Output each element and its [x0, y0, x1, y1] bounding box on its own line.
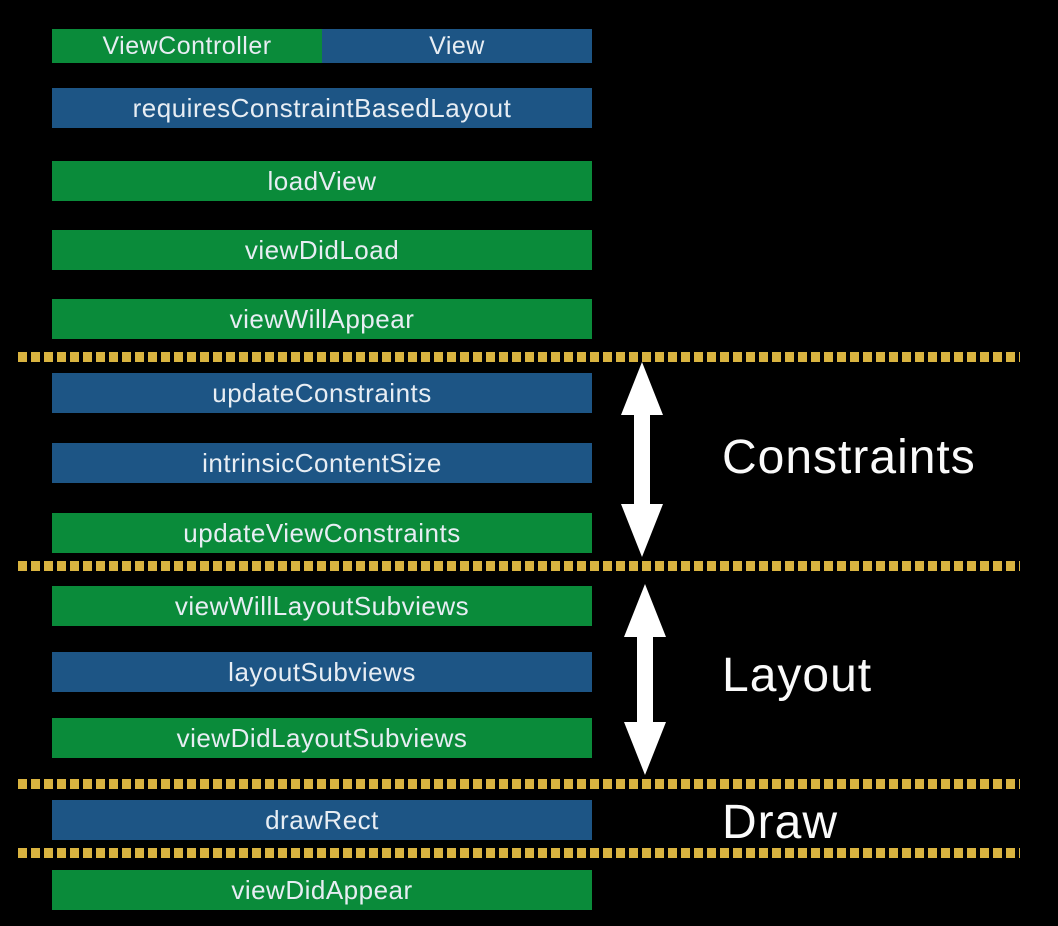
- bar-view-did-load: viewDidLoad: [52, 230, 592, 270]
- bar-requires-constraint-based-layout: requiresConstraintBasedLayout: [52, 88, 592, 128]
- layout-double-arrow-icon: [624, 584, 666, 775]
- phase-label-layout: Layout: [722, 649, 873, 702]
- phase-label-constraints: Constraints: [722, 431, 976, 484]
- bar-layout-subviews: layoutSubviews: [52, 652, 592, 692]
- phase-separator-4: [18, 848, 1020, 858]
- bar-view-did-appear: viewDidAppear: [52, 870, 592, 910]
- legend-viewcontroller: ViewController: [52, 29, 322, 63]
- phase-separator-2: [18, 561, 1020, 571]
- bar-view-will-layout-subviews: viewWillLayoutSubviews: [52, 586, 592, 626]
- phase-separator-1: [18, 352, 1020, 362]
- phase-label-draw: Draw: [722, 796, 839, 849]
- legend-view: View: [322, 29, 592, 63]
- bar-intrinsic-content-size: intrinsicContentSize: [52, 443, 592, 483]
- bar-draw-rect: drawRect: [52, 800, 592, 840]
- constraints-double-arrow-icon: [621, 362, 663, 557]
- bar-update-view-constraints: updateViewConstraints: [52, 513, 592, 553]
- legend: ViewController View: [52, 29, 592, 63]
- bar-update-constraints: updateConstraints: [52, 373, 592, 413]
- bar-load-view: loadView: [52, 161, 592, 201]
- phase-separator-3: [18, 779, 1020, 789]
- bar-view-will-appear: viewWillAppear: [52, 299, 592, 339]
- bar-view-did-layout-subviews: viewDidLayoutSubviews: [52, 718, 592, 758]
